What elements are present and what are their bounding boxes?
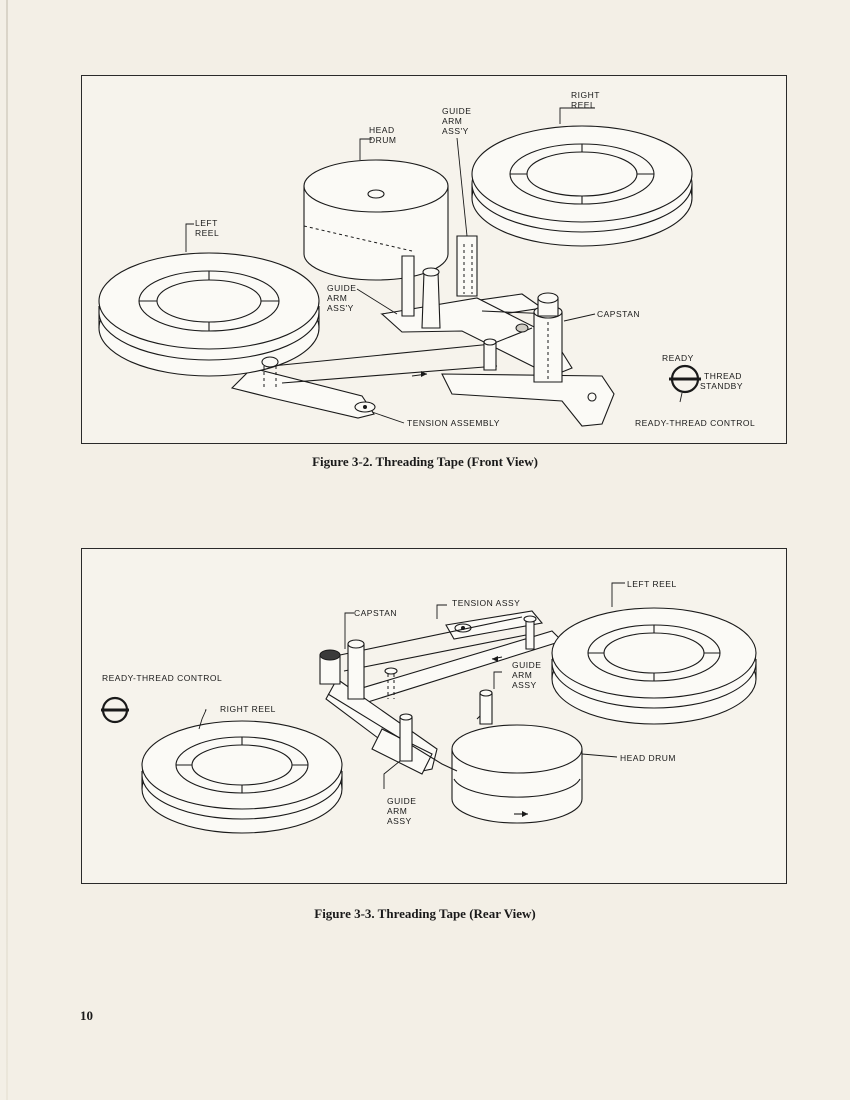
label-standby: STANDBY (700, 381, 743, 391)
label-head-drum-1: HEAD (369, 125, 395, 135)
head-drum-front (303, 159, 449, 281)
label-ready: READY (662, 353, 694, 363)
label-guide-arm-mid-2: ARM (327, 293, 347, 303)
figure-front-view: RIGHT REEL GUIDE ARM ASS'Y HEAD DRUM LEF… (81, 75, 787, 444)
label-head-drum-2: DRUM (369, 135, 397, 145)
label-left-reel-2: REEL (195, 228, 219, 238)
label-tension-assembly: TENSION ASSEMBLY (407, 418, 500, 428)
label-tension-assy: TENSION ASSY (452, 598, 520, 608)
guide-posts-rear (384, 615, 537, 762)
label-thread: THREAD (704, 371, 742, 381)
label-right-reel-2: REEL (571, 100, 595, 110)
guide-posts-front (401, 235, 478, 329)
figure-rear-view: LEFT REEL TENSION ASSY CAPSTAN GUIDE ARM… (81, 548, 787, 884)
label-capstan-rear: CAPSTAN (354, 608, 397, 618)
right-reel-front (471, 125, 693, 247)
rear-view-illustration: LEFT REEL TENSION ASSY CAPSTAN GUIDE ARM… (101, 579, 757, 834)
label-guide-arm-top-rear-3: ASSY (512, 680, 537, 690)
left-reel-rear (551, 607, 757, 725)
label-guide-arm-mid-1: GUIDE (327, 283, 356, 293)
tape-path-rear (339, 616, 527, 672)
label-left-reel: LEFT REEL (627, 579, 677, 589)
label-guide-arm-bottom-rear-1: GUIDE (387, 796, 416, 806)
tape-path-lower (281, 365, 498, 384)
page-number: 10 (80, 1008, 93, 1023)
label-right-reel-1: RIGHT (571, 90, 600, 100)
capstan-rear (319, 639, 365, 700)
figure-caption-rear: Figure 3-3. Threading Tape (Rear View) (314, 906, 536, 921)
tension-arm (230, 367, 375, 419)
right-reel-rear (141, 720, 343, 834)
label-head-drum-rear: HEAD DRUM (620, 753, 676, 763)
label-capstan: CAPSTAN (597, 309, 640, 319)
front-view-illustration: RIGHT REEL GUIDE ARM ASS'Y HEAD DRUM LEF… (98, 90, 755, 428)
label-guide-arm-top-rear-2: ARM (512, 670, 532, 680)
label-guide-arm-top-1: GUIDE (442, 106, 471, 116)
left-reel-front (98, 252, 320, 377)
ready-thread-control-knob (669, 364, 701, 394)
label-ready-thread-control-rear: READY-THREAD CONTROL (102, 673, 222, 683)
label-guide-arm-mid-3: ASS'Y (327, 303, 354, 313)
label-guide-arm-bottom-rear-2: ARM (387, 806, 407, 816)
capstan-front (515, 292, 597, 402)
lower-arm-plate (441, 373, 615, 427)
ready-thread-control-knob-rear (101, 696, 129, 724)
label-ready-thread-control: READY-THREAD CONTROL (635, 418, 755, 428)
label-right-reel-rear: RIGHT REEL (220, 704, 276, 714)
figure-caption-front: Figure 3-2. Threading Tape (Front View) (312, 454, 538, 469)
label-left-reel-1: LEFT (195, 218, 218, 228)
label-guide-arm-bottom-rear-3: ASSY (387, 816, 412, 826)
label-guide-arm-top-3: ASS'Y (442, 126, 469, 136)
label-guide-arm-top-rear-1: GUIDE (512, 660, 541, 670)
label-guide-arm-top-2: ARM (442, 116, 462, 126)
page-edge (6, 0, 8, 1100)
head-drum-rear (451, 724, 583, 824)
